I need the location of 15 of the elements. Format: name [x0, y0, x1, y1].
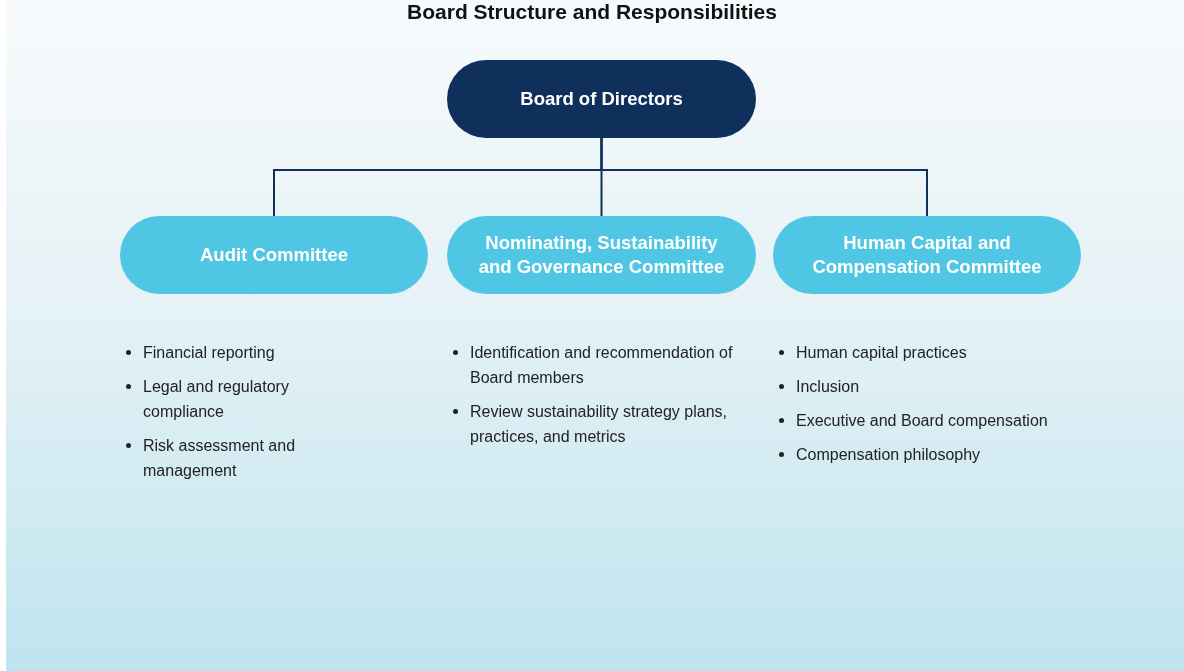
committee-pill: Audit Committee [120, 216, 428, 294]
responsibility-item: Executive and Board compensation [796, 411, 1049, 431]
responsibility-item: Compensation philosophy [796, 445, 982, 465]
responsibility-item: Legal and regulatory compliance [143, 377, 290, 422]
responsibility-item: Review sustainability strategy plans, practices, and metrics [470, 402, 728, 447]
responsibility-item: Inclusion [796, 377, 861, 397]
responsibility-item: Risk assessment and management [143, 436, 297, 481]
committee-pill: Human Capital and Compensation Committee [773, 216, 1081, 294]
connector-line [600, 137, 928, 217]
responsibility-item: Identification and recommendation of Board members [470, 343, 734, 388]
responsibility-item: Financial reporting [143, 343, 276, 363]
responsibility-item: Human capital practices [796, 343, 968, 363]
committee-pill: Nominating, Sustainability and Governance Committee [447, 216, 756, 294]
diagram-title: Board Structure and Responsibilities [406, 0, 778, 24]
board-pill: Board of Directors [447, 60, 756, 138]
